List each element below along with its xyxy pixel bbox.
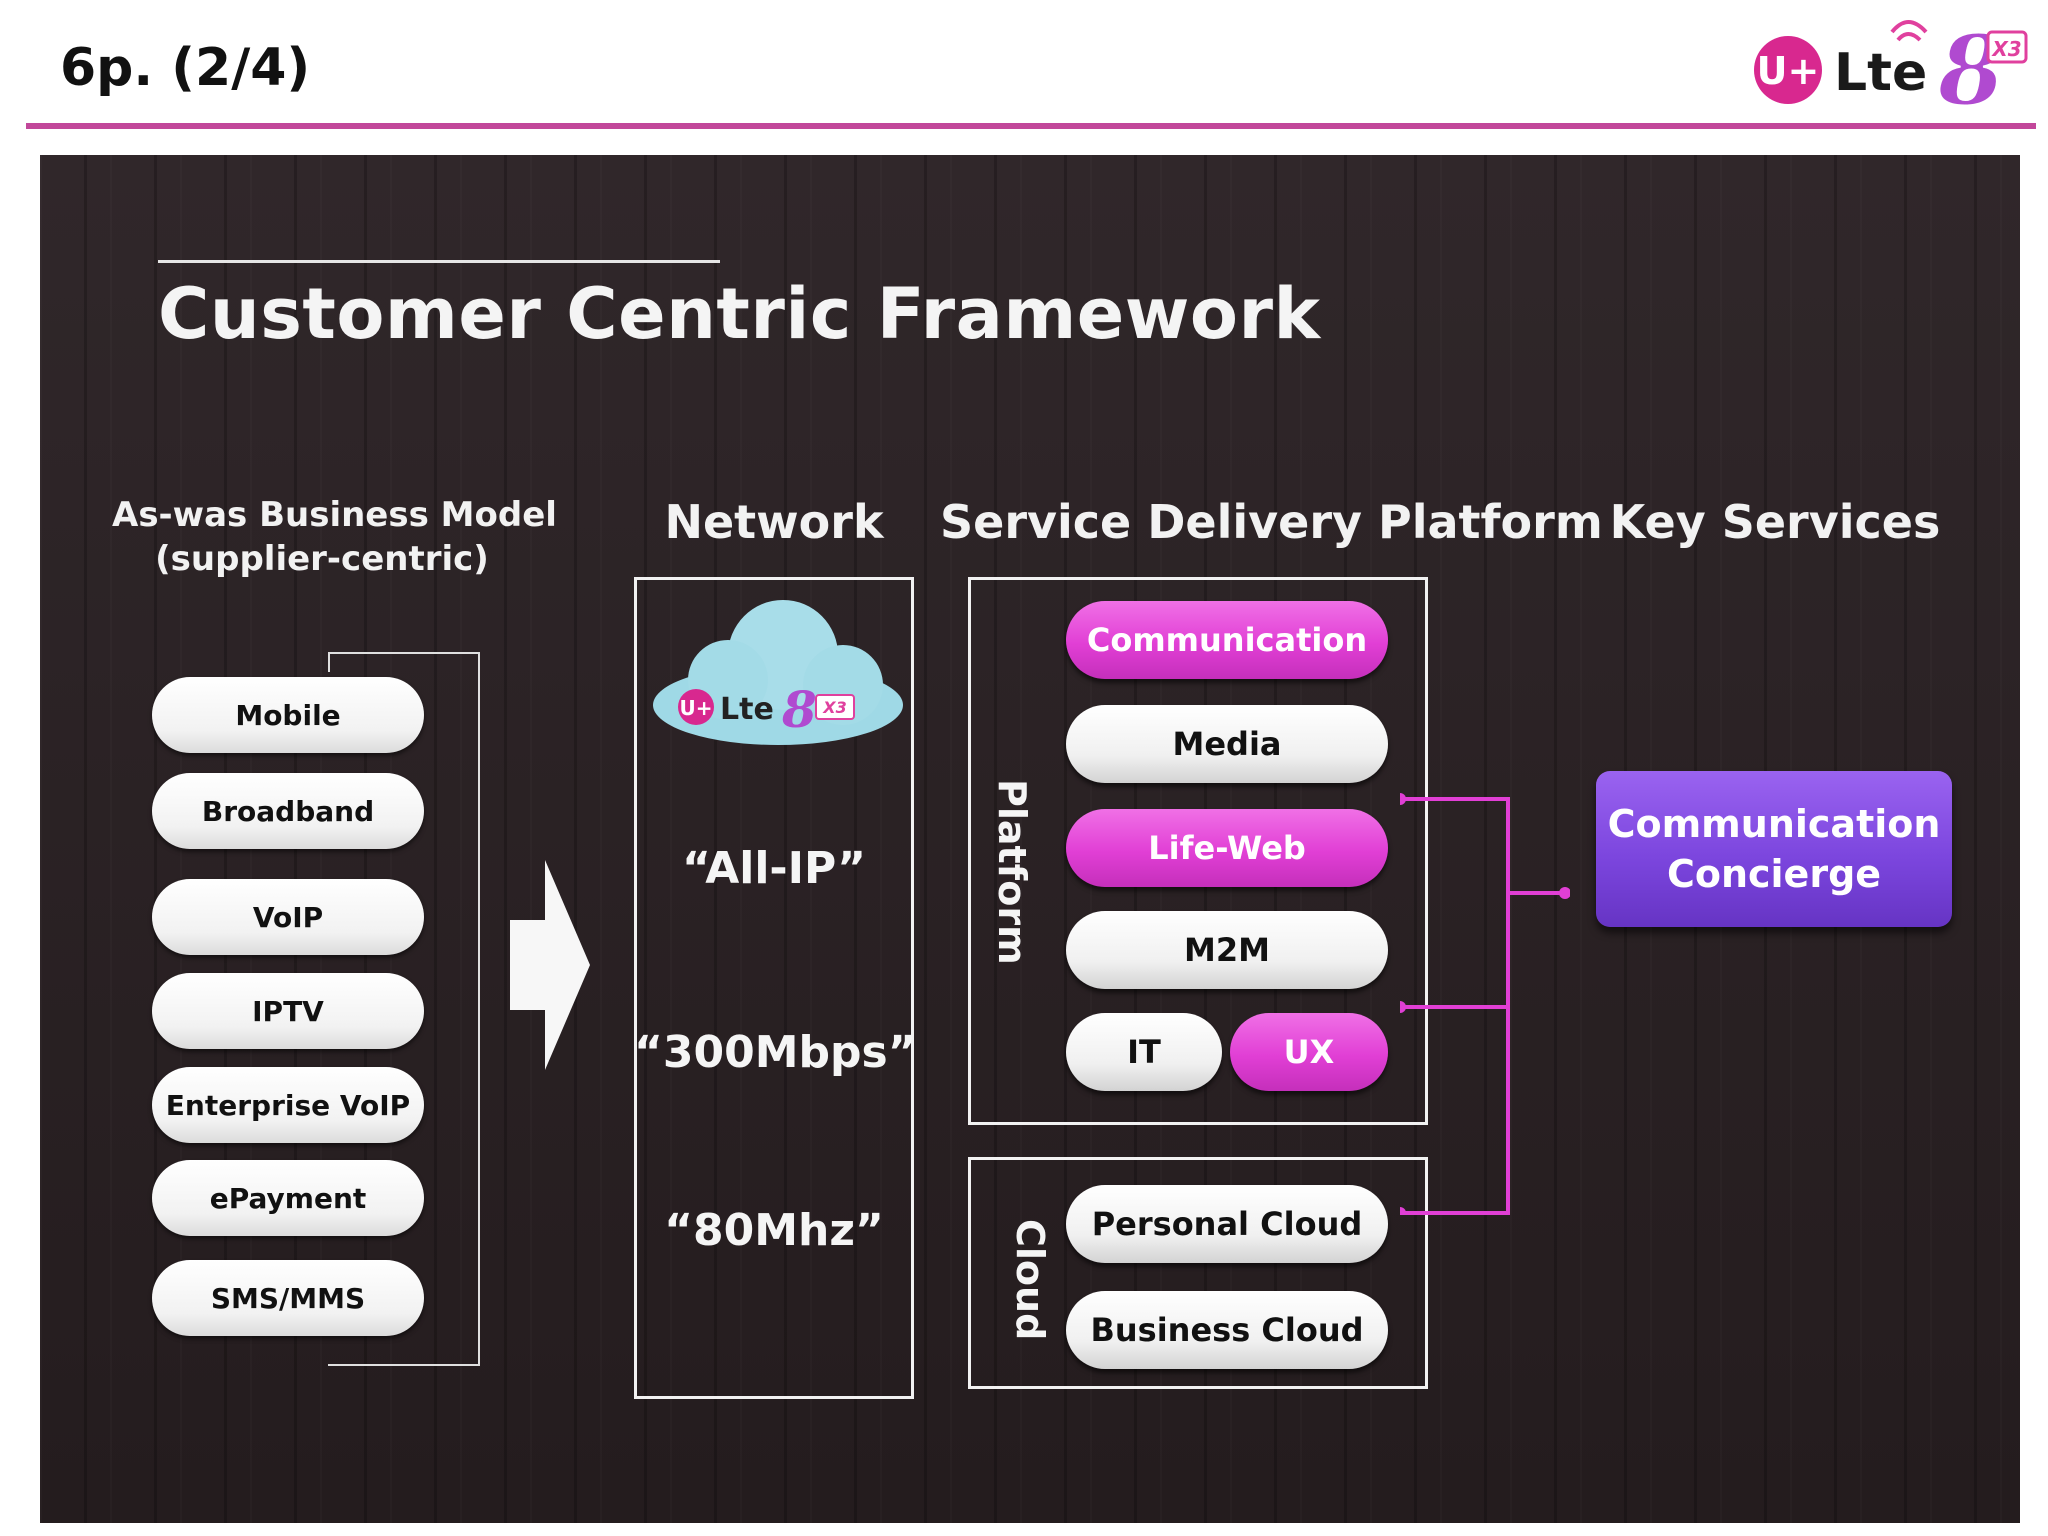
key-service-communication-concierge: Communication Concierge bbox=[1596, 771, 1952, 927]
service-connector bbox=[1400, 793, 1570, 1215]
cloud-item-business: Business Cloud bbox=[1066, 1291, 1388, 1369]
platform-label: Platform bbox=[990, 779, 1034, 965]
network-logo-mark: U+ bbox=[680, 696, 713, 720]
brand-mark-circle bbox=[1754, 36, 1822, 104]
legacy-heading-line1: As-was Business Model bbox=[112, 495, 557, 535]
badge-frame bbox=[1986, 30, 2028, 64]
key-services-heading: Key Services bbox=[1609, 495, 1941, 549]
slide-title: Customer Centric Framework bbox=[158, 273, 1321, 355]
brand-name: Lte bbox=[1834, 43, 1927, 103]
legacy-item-enterprise-voip: Enterprise VoIP bbox=[152, 1067, 424, 1143]
platform-item-life-web: Life-Web bbox=[1066, 809, 1388, 887]
transition-arrow-icon bbox=[510, 860, 590, 1070]
legacy-item-iptv: IPTV bbox=[152, 973, 424, 1049]
platform-box bbox=[968, 577, 1428, 1125]
brand-mark: U+ bbox=[1757, 49, 1820, 93]
brand-badge: X3 bbox=[1990, 37, 2021, 61]
cloud-box bbox=[968, 1157, 1428, 1389]
network-heading: Network bbox=[664, 495, 884, 549]
cloud-item-personal: Personal Cloud bbox=[1066, 1185, 1388, 1263]
network-fact-speed: “300Mbps” bbox=[634, 1027, 917, 1078]
connector-node-key-service bbox=[1559, 887, 1570, 899]
legacy-heading-line2: (supplier-centric) bbox=[155, 539, 489, 579]
platform-item-media: Media bbox=[1066, 705, 1388, 783]
connector-node-ux bbox=[1400, 1207, 1406, 1215]
platform-item-m2m: M2M bbox=[1066, 911, 1388, 989]
connector-node-communication bbox=[1400, 793, 1406, 805]
title-rule bbox=[158, 260, 720, 263]
legacy-heading: As-was Business Model (supplier-centric) bbox=[112, 493, 557, 581]
legacy-item-epayment: ePayment bbox=[152, 1160, 424, 1236]
signal-icon bbox=[1896, 32, 1922, 42]
network-logo-badge: X3 bbox=[822, 698, 846, 717]
connector-node-life-web bbox=[1400, 1001, 1406, 1013]
legacy-item-voip: VoIP bbox=[152, 879, 424, 955]
platform-item-communication: Communication bbox=[1066, 601, 1388, 679]
network-fact-bandwidth: “80Mhz” bbox=[664, 1205, 884, 1256]
legacy-bracket bbox=[328, 652, 480, 1366]
legacy-item-sms-mms: SMS/MMS bbox=[152, 1260, 424, 1336]
network-logo-mark-circle bbox=[678, 689, 714, 725]
legacy-bracket-stem bbox=[328, 652, 330, 672]
page-label: 6p. (2/4) bbox=[60, 38, 311, 98]
legacy-item-mobile: Mobile bbox=[152, 677, 424, 753]
network-logo-name: Lte bbox=[720, 692, 774, 727]
cloud-label: Cloud bbox=[1008, 1219, 1052, 1341]
network-logo-numeral: 8 bbox=[781, 680, 817, 739]
legacy-item-broadband: Broadband bbox=[152, 773, 424, 849]
network-box bbox=[634, 577, 914, 1399]
network-badge-frame bbox=[815, 694, 855, 720]
platform-item-it: IT bbox=[1066, 1013, 1222, 1091]
header-divider bbox=[26, 123, 2036, 129]
signal-icon-outer bbox=[1890, 20, 1928, 34]
network-cloud-logo: U+ Lte 8 X3 bbox=[653, 600, 903, 745]
sdp-heading: Service Delivery Platform bbox=[940, 495, 1603, 549]
brand-logo: U+ Lte 8 X3 bbox=[1754, 13, 2028, 110]
network-fact-all-ip: “All-IP” bbox=[681, 843, 867, 894]
platform-item-ux: UX bbox=[1230, 1013, 1388, 1091]
slide: Customer Centric Framework As-was Busine… bbox=[40, 155, 2020, 1523]
